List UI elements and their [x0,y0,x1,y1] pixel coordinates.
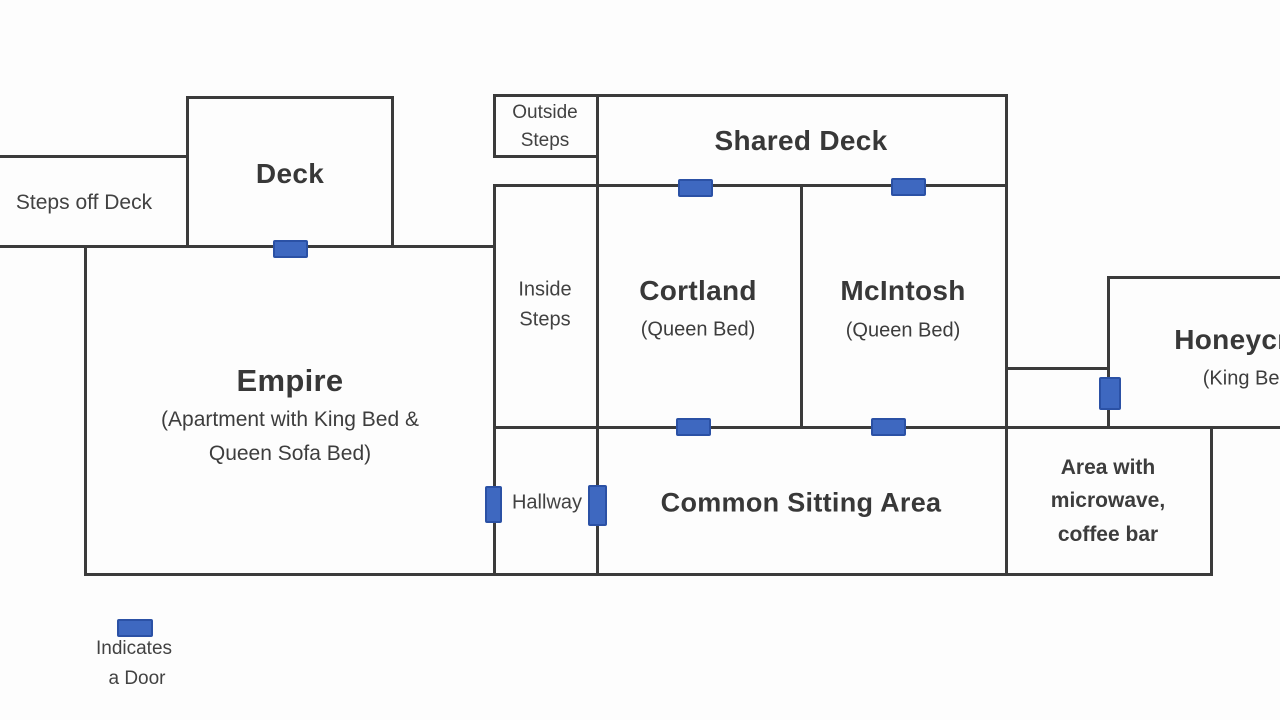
wall-deck-left [186,96,189,248]
room-label-steps-off-deck: Steps off Deck [15,191,153,214]
wall-honeycrisp-top [1107,276,1280,279]
room-sublabel-empire-desc2: Queen Sofa Bed) [208,442,372,465]
room-label-inside-steps-line2: Steps [519,308,571,331]
wall-honeycrisp-left [1107,276,1110,429]
wall-empire-left [84,245,87,576]
door-honeycrisp-entry [1099,377,1121,410]
room-sublabel-honeycrisp-bed: (King Bed) [1202,367,1280,390]
wall-empire-right [493,184,496,576]
wall-deck-top [186,96,394,99]
room-label-common-sitting-area: Common Sitting Area [660,487,942,518]
wall-empire-top [0,245,495,248]
wall-east [1005,94,1008,576]
legend-text-line2: a Door [108,668,166,689]
wall-insidesteps-right [596,94,599,576]
wall-deck-right [391,96,394,248]
room-label-mcintosh: McIntosh [840,275,966,306]
room-label-shared-deck: Shared Deck [714,125,888,156]
room-sublabel-mcintosh-bed: (Queen Bed) [845,319,961,342]
wall-outsidesteps-shareddeck-top [493,94,1008,97]
room-label-outside-steps-line1: Outside [512,102,578,123]
room-sublabel-cortland-bed: (Queen Bed) [640,318,756,341]
legend-door-icon [117,619,153,637]
door-deck-to-empire [273,240,308,258]
room-label-inside-steps-line1: Inside [518,278,572,301]
door-mcintosh-to-common-area [871,418,906,436]
wall-shareddeck-bottom [493,184,1008,187]
wall-corridor-top [1005,367,1109,370]
room-label-outside-steps-line2: Steps [520,130,570,151]
wall-kitchenette-right [1210,426,1213,576]
door-cortland-to-common-area [676,418,711,436]
room-label-honeycrisp: Honeycrisp [1174,324,1280,355]
wall-cortland-mcintosh-divider [800,184,803,429]
room-label-kitchenette-line1: Area with [1060,456,1156,479]
room-label-deck: Deck [255,158,325,189]
wall-outsidesteps-left [493,94,496,158]
room-label-cortland: Cortland [639,275,757,306]
room-label-hallway: Hallway [511,491,583,514]
door-shared-deck-to-mcintosh [891,178,926,196]
door-hallway-to-common-area [588,485,607,526]
legend-text-line1: Indicates [95,638,173,659]
room-label-kitchenette-line3: coffee bar [1057,523,1159,546]
wall-stepsoffdeck-top [0,155,188,158]
door-shared-deck-to-cortland [678,179,713,197]
door-empire-to-hallway [485,486,502,523]
room-sublabel-empire-desc1: (Apartment with King Bed & [161,408,419,431]
room-label-kitchenette-line2: microwave, [1050,489,1166,512]
room-label-empire: Empire [236,363,344,398]
wall-bottom [85,573,1212,576]
wall-outsidesteps-bottom [493,155,598,158]
